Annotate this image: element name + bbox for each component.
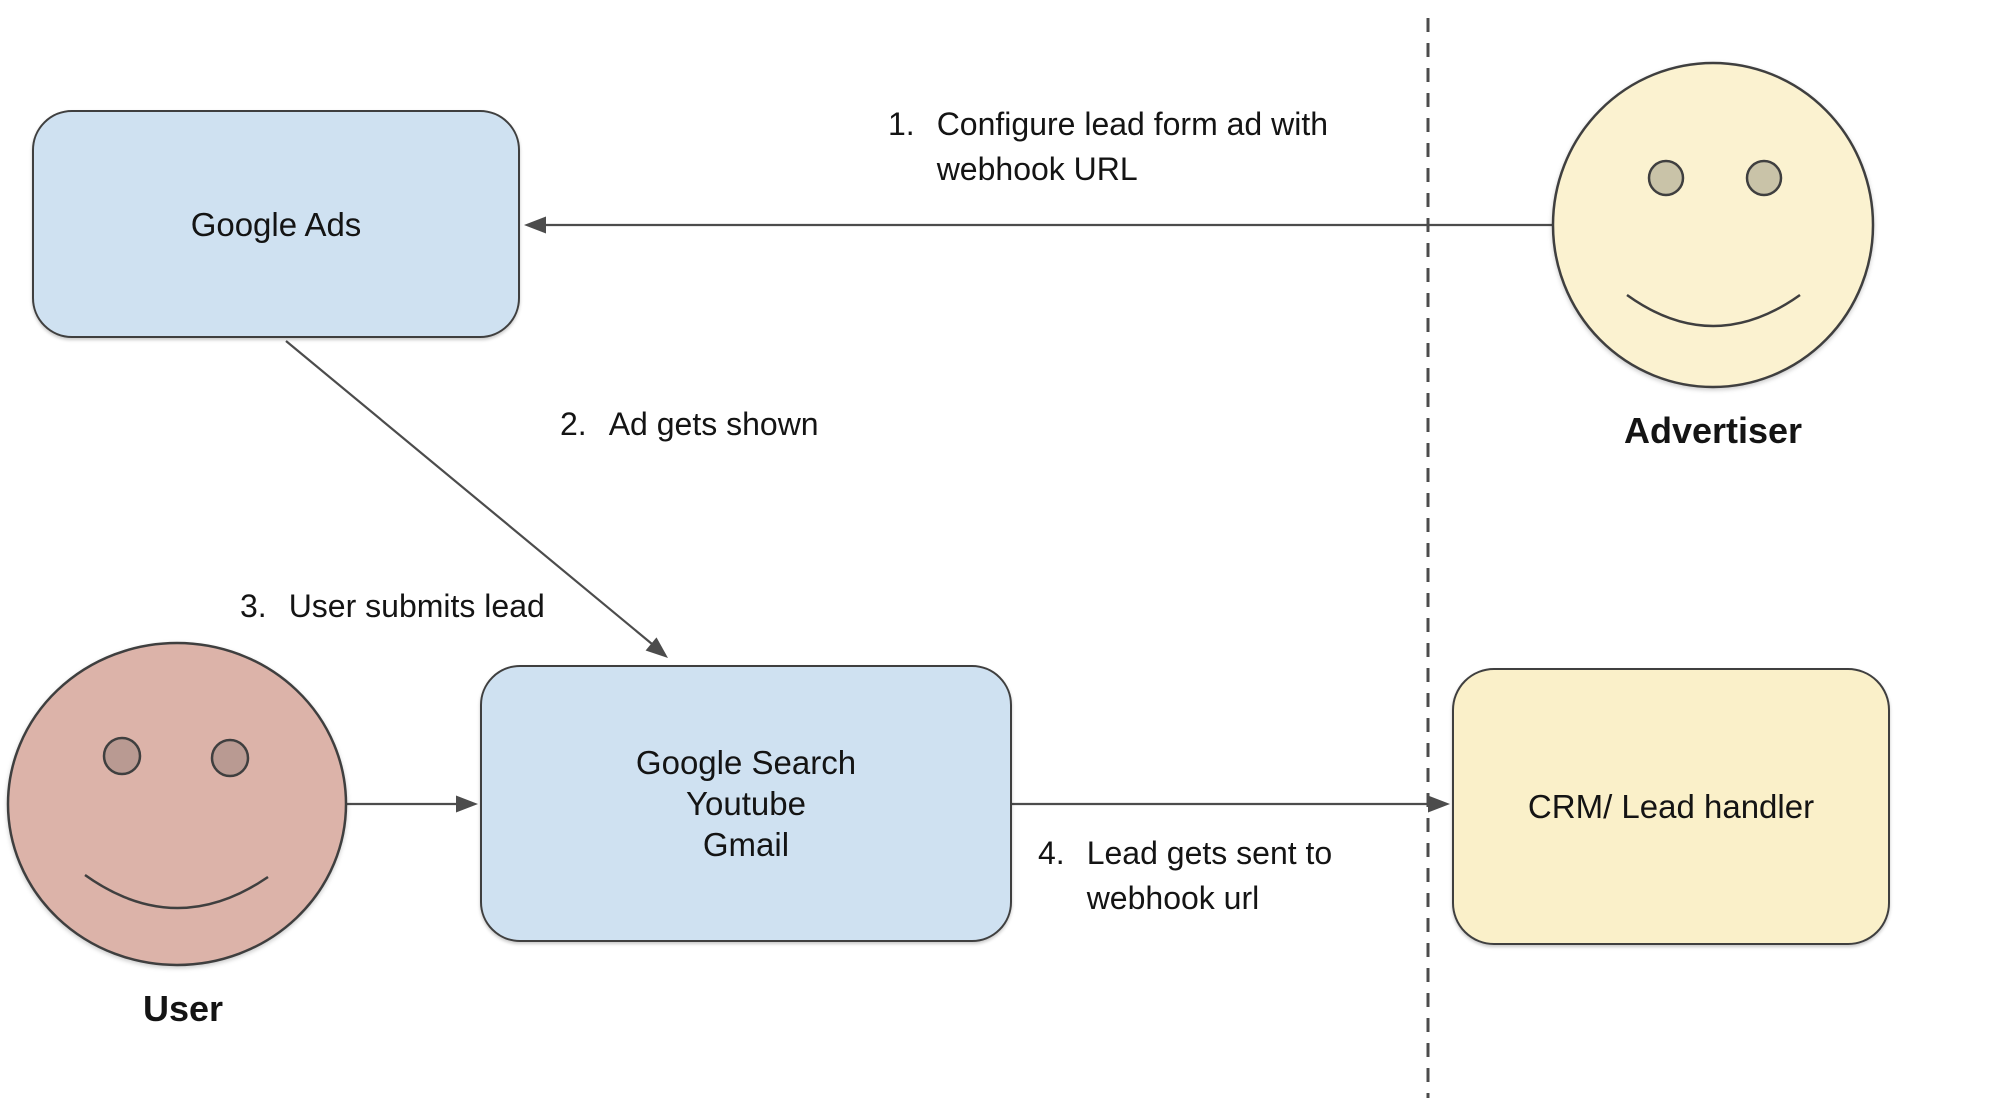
advertiser-right-eye-icon	[1745, 159, 1783, 197]
google-surfaces-node: Google Search Youtube Gmail	[480, 665, 1012, 942]
arrow-advertiser-to-google-ads-icon	[524, 216, 1553, 234]
user-face-icon	[6, 641, 348, 967]
advertiser-smile-icon	[1626, 293, 1801, 328]
step-2-label: 2. Ad gets shown	[560, 402, 819, 447]
user-left-eye-icon	[102, 736, 142, 776]
step-2-number: 2.	[560, 406, 587, 442]
step-4-label: 4. Lead gets sent to webhook url	[1038, 831, 1332, 921]
advertiser-left-eye-icon	[1647, 159, 1685, 197]
step-1-label: 1. Configure lead form ad with webhook U…	[888, 102, 1328, 192]
user-smile-icon	[84, 873, 269, 910]
arrow-user-to-surfaces-icon	[347, 795, 478, 813]
google-ads-node: Google Ads	[32, 110, 520, 338]
arrow-surfaces-to-crm-icon	[1012, 795, 1450, 813]
step-3-text: User submits lead	[288, 588, 545, 624]
step-2-text: Ad gets shown	[608, 406, 819, 442]
step-3-number: 3.	[240, 588, 267, 624]
step-3-label: 3. User submits lead	[240, 584, 545, 629]
step-1-text: Configure lead form ad with webhook URL	[936, 106, 1328, 187]
advertiser-label: Advertiser	[1623, 410, 1803, 451]
step-4-text: Lead gets sent to webhook url	[1086, 835, 1333, 916]
crm-lead-handler-node: CRM/ Lead handler	[1452, 668, 1890, 945]
user-right-eye-icon	[210, 738, 250, 778]
arrow-google-ads-to-surfaces-icon	[285, 340, 668, 658]
user-label: User	[142, 988, 224, 1029]
advertiser-face-icon	[1551, 61, 1875, 389]
step-1-number: 1.	[888, 106, 915, 142]
step-4-number: 4.	[1038, 835, 1065, 871]
